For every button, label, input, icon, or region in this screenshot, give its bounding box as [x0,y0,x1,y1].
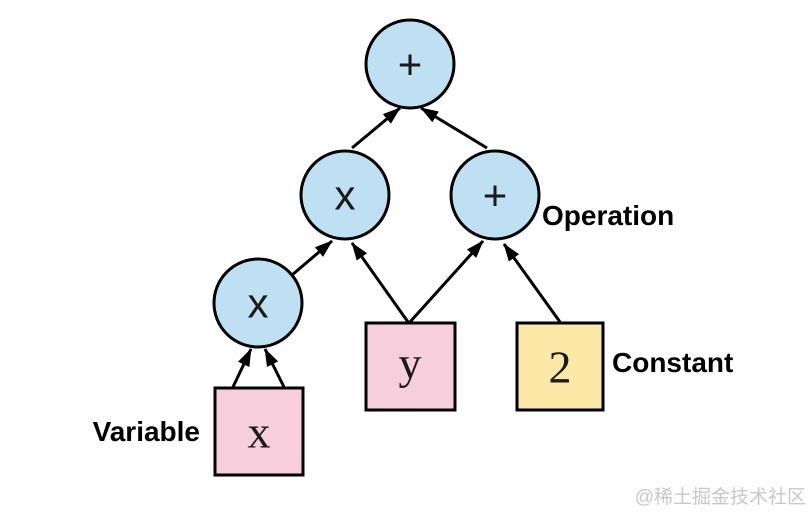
op-add-mid-circle [449,149,541,241]
op-add-mid-label: + [483,172,508,219]
op-mul-mid-label: x [335,172,356,219]
op-add-root-label: + [398,41,423,88]
node-op-add-root: + [364,18,456,110]
op-add-root-circle [364,18,456,110]
edge-group [231,106,562,388]
edge-var-x-to-mul-lower-left [231,348,253,388]
node-var-x: x [213,386,305,477]
const-2-square [515,321,605,412]
edge-const-2-to-add-mid [502,243,562,323]
const-2-label: 2 [549,342,572,393]
var-x-label: x [248,407,271,458]
edge-add-mid-to-add-root [420,106,488,150]
edge-var-y-to-add-mid [408,239,485,324]
node-op-mul-mid: x [299,149,391,241]
edge-var-y-to-mul-mid [350,242,410,323]
watermark-text: @稀土掘金技术社区 [635,486,806,508]
edge-mul-mid-to-add-root [351,106,401,150]
constant-annotation: Constant [612,347,733,378]
edge-var-x-to-mul-lower-right [263,348,286,388]
edge-mul-lower-to-mul-mid [291,239,333,277]
operation-annotation: Operation [542,200,674,231]
variable-annotation: Variable [93,416,200,447]
op-mul-mid-circle [299,149,391,241]
node-op-add-mid: + [449,149,541,241]
var-y-label: y [399,338,422,389]
var-x-square [213,386,305,477]
var-y-square [364,321,457,412]
node-const-2: 2 [515,321,605,412]
node-op-mul-lower: x [212,257,304,349]
op-mul-lower-circle [212,257,304,349]
node-var-y: y [364,321,457,412]
op-mul-lower-label: x [248,280,269,327]
